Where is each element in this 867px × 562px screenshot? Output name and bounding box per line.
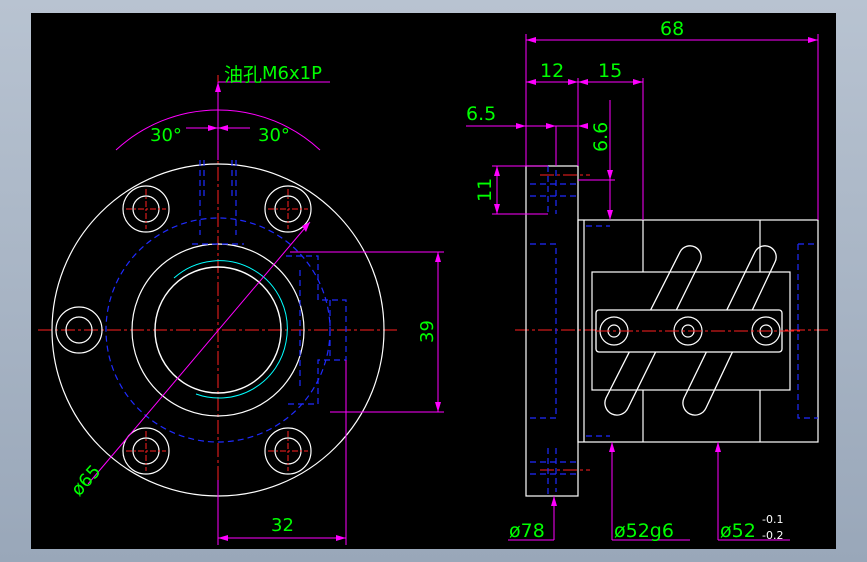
angle-left-label: 30° (150, 125, 182, 146)
side-flange (525, 165, 579, 497)
diameter-78-label: ø78 (509, 520, 545, 542)
bolt-hole-top-right (264, 185, 312, 233)
front-hidden-lines (105, 160, 347, 443)
dim-68-label: 68 (660, 18, 684, 40)
angle-right-label: 30° (258, 125, 290, 146)
bolt-hole-bottom-left (122, 427, 170, 475)
dim-12-label: 12 (540, 60, 564, 82)
front-dimensions (87, 81, 444, 545)
bore-circle (154, 266, 282, 394)
dim-11-label: 11 (474, 178, 496, 202)
thread-arc (173, 260, 288, 399)
cad-drawing: 油孔 M6x1P 30° 30° ø65 39 32 (38, 18, 828, 545)
diameter-52g6-label: ø52g6 (614, 520, 674, 542)
side-dimensions (466, 34, 819, 541)
diameter-65-label: ø65 (67, 461, 105, 500)
side-view: 68 12 15 6.5 6.6 11 ø78 ø52g6 ø52 -0.1 -… (466, 18, 828, 542)
dim-32-label: 32 (271, 515, 294, 536)
diameter-52-label: ø52 (720, 520, 756, 542)
cad-drawing-canvas[interactable]: 油孔 M6x1P 30° 30° ø65 39 32 (31, 13, 836, 549)
dim-39-label: 39 (417, 320, 438, 343)
oil-hole-label: 油孔 (224, 64, 262, 86)
tolerance-lower-label: -0.2 (762, 529, 783, 542)
bolt-hole-left (55, 306, 103, 354)
dim-15-label: 15 (598, 60, 622, 82)
side-hidden-lines (530, 166, 818, 496)
front-view: 油孔 M6x1P 30° 30° ø65 39 32 (38, 63, 444, 545)
dim-6-6-label: 6.6 (590, 122, 612, 152)
helix-slots (604, 245, 777, 416)
side-body (577, 219, 819, 443)
side-arrowheads (494, 37, 818, 506)
front-arrowheads (208, 82, 441, 541)
bolt-hole-bottom-right (264, 427, 312, 475)
oil-hole-thread-label: M6x1P (262, 63, 322, 84)
bolt-hole-top-left (122, 185, 170, 233)
tolerance-upper-label: -0.1 (762, 513, 783, 526)
dim-6-5-label: 6.5 (466, 103, 496, 125)
bolt-holes (55, 185, 312, 475)
